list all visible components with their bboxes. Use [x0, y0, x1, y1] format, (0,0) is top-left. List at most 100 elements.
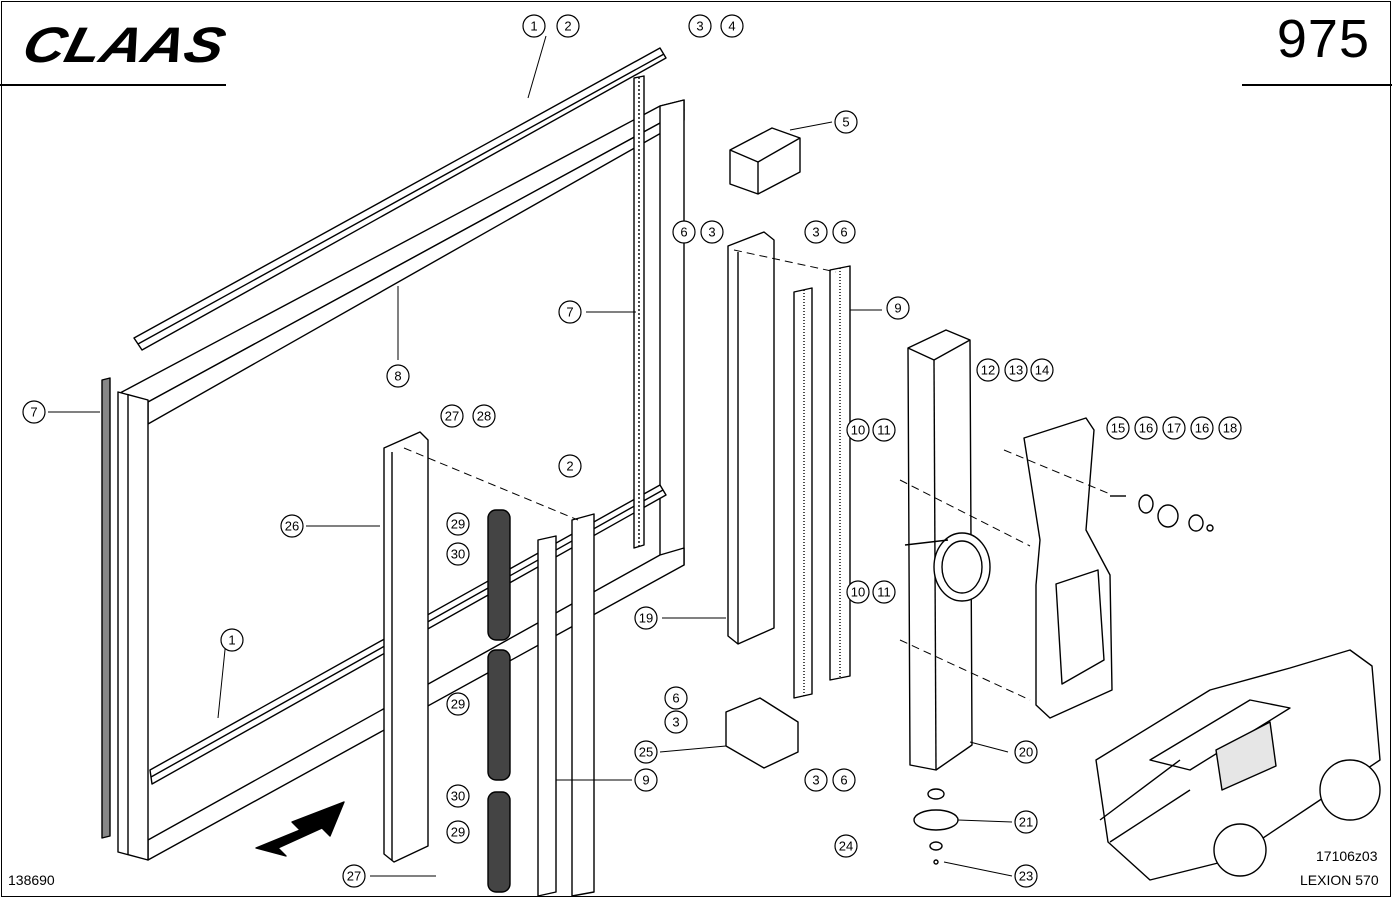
header-rule-left: [0, 84, 226, 86]
callout-number: 2: [566, 459, 573, 474]
mounting-plate: [1023, 417, 1113, 719]
callout-number: 30: [451, 789, 465, 804]
side-panel: [727, 231, 775, 645]
part-callout: 1: [220, 628, 244, 652]
callout-number: 23: [1019, 869, 1033, 884]
callout-number: 8: [394, 369, 401, 384]
side-rails: [537, 513, 595, 897]
part-callout: 2: [558, 454, 582, 478]
part-callout: 9: [886, 296, 910, 320]
callout-circle: [834, 834, 858, 858]
callout-number: 21: [1019, 815, 1033, 830]
part-callout: 21: [1014, 810, 1038, 834]
callout-circle: [446, 512, 470, 536]
part-callout: 6: [664, 686, 688, 710]
callout-circle: [886, 296, 910, 320]
airflow-arrow-icon: [255, 801, 345, 857]
callout-circle: [672, 220, 696, 244]
callout-circle: [522, 14, 546, 38]
part-callout: 17: [1162, 416, 1186, 440]
part-callout: 29: [446, 512, 470, 536]
part-callout: 8: [386, 364, 410, 388]
part-callout: 28: [472, 404, 496, 428]
callout-circle: [1218, 416, 1242, 440]
callout-number: 6: [840, 225, 847, 240]
callout-circle: [664, 710, 688, 734]
callout-number: 15: [1111, 421, 1125, 436]
part-callout: 3: [700, 220, 724, 244]
callout-number: 3: [708, 225, 715, 240]
part-callout: 20: [1014, 740, 1038, 764]
part-callout: 6: [672, 220, 696, 244]
callout-circle: [386, 364, 410, 388]
part-callout: 2: [556, 14, 580, 38]
callout-circle: [634, 768, 658, 792]
callout-number: 20: [1019, 745, 1033, 760]
callout-circle: [446, 692, 470, 716]
callout-number: 10: [851, 585, 865, 600]
callout-number: 1: [530, 19, 537, 34]
part-callout: 9: [634, 768, 658, 792]
callout-circle: [832, 768, 856, 792]
callout-number: 12: [981, 363, 995, 378]
callout-number: 6: [840, 773, 847, 788]
callout-circle: [976, 358, 1000, 382]
part-callout: 6: [832, 220, 856, 244]
callout-circle: [846, 580, 870, 604]
callout-number: 5: [842, 115, 849, 130]
model-name: LEXION 570: [1300, 872, 1379, 888]
callout-circle: [446, 820, 470, 844]
callout-number: 27: [445, 409, 459, 424]
part-callout: 19: [634, 606, 658, 630]
callout-circle: [634, 740, 658, 764]
part-callout: 10: [846, 580, 870, 604]
sealing-strips: [793, 265, 851, 699]
callout-number: 28: [477, 409, 491, 424]
callout-number: 3: [812, 225, 819, 240]
part-callout: 12: [976, 358, 1000, 382]
part-callout: 1: [522, 14, 546, 38]
callout-number: 29: [451, 697, 465, 712]
part-callout: 25: [634, 740, 658, 764]
part-callout: 11: [872, 580, 896, 604]
left-angle-profile: [101, 377, 111, 839]
callout-circle: [220, 628, 244, 652]
callout-circle: [1106, 416, 1130, 440]
callout-circle: [634, 606, 658, 630]
part-callout: 15: [1106, 416, 1130, 440]
callout-number: 6: [680, 225, 687, 240]
callout-circle: [446, 784, 470, 808]
callout-circle: [558, 300, 582, 324]
callout-number: 17: [1167, 421, 1181, 436]
callout-number: 7: [30, 405, 37, 420]
callout-number: 13: [1009, 363, 1023, 378]
callout-circle: [1014, 864, 1038, 888]
part-callout: 27: [440, 404, 464, 428]
callout-number: 24: [839, 839, 853, 854]
top-rail: [133, 47, 667, 351]
part-callout: 3: [664, 710, 688, 734]
combine-harvester-thumbnail: [1095, 649, 1381, 881]
callout-circle: [872, 580, 896, 604]
part-callout: 26: [280, 514, 304, 538]
part-callout: 11: [872, 418, 896, 442]
leader-lines: [48, 35, 1013, 877]
part-callout: 30: [446, 784, 470, 808]
callout-circle: [1190, 416, 1214, 440]
callout-number: 9: [894, 301, 901, 316]
callout-number: 11: [877, 585, 891, 600]
callout-circle: [872, 418, 896, 442]
callout-number: 29: [451, 825, 465, 840]
callout-circle: [22, 400, 46, 424]
callout-circle: [720, 14, 744, 38]
cover-bracket: [729, 127, 801, 195]
claas-logo: CLAAS: [12, 14, 238, 73]
part-callout: 3: [688, 14, 712, 38]
callout-circle: [804, 768, 828, 792]
callout-circle: [804, 220, 828, 244]
part-callout: 5: [834, 110, 858, 134]
callout-number: 3: [812, 773, 819, 788]
part-callout: 16: [1190, 416, 1214, 440]
